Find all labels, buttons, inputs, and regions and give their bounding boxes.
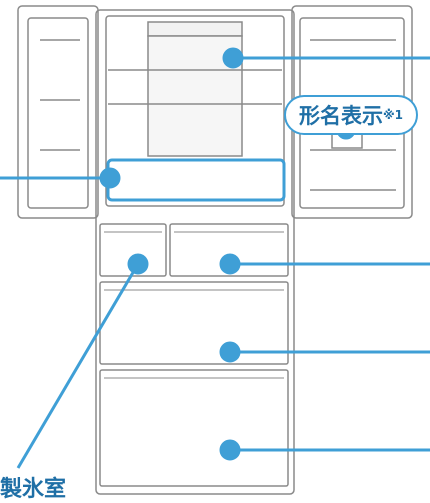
ice-room-label: 製氷室 [0,477,67,502]
dot-fridge [222,47,244,69]
chilled-highlight [106,158,286,202]
bottom-drawer [99,369,289,487]
upper-drawer-right [169,223,289,277]
left-door [17,5,99,219]
dot-ice [127,253,149,275]
middle-drawer [99,281,289,365]
refrigerator-outline [17,5,413,495]
dot-chilled [99,167,121,189]
left-door-pockets [40,39,80,151]
left-door-inner [27,17,89,209]
right-door-pockets [310,39,396,191]
dot-switch [219,253,241,275]
leader-ice [16,263,140,469]
dot-freezer [219,341,241,363]
top-vent [147,21,243,37]
model-name-text: 形名表示 [298,104,383,128]
model-name-label: 形名表示 ※1 [284,95,418,135]
shelves [108,69,282,105]
ice-room-drawer [99,223,167,277]
cabinet-body [95,9,295,495]
chilled-compartment [107,159,285,201]
drawer-handles [104,231,284,379]
model-name-note: ※1 [382,108,403,122]
dot-vegetable [219,439,241,461]
leader-lines [0,47,430,469]
